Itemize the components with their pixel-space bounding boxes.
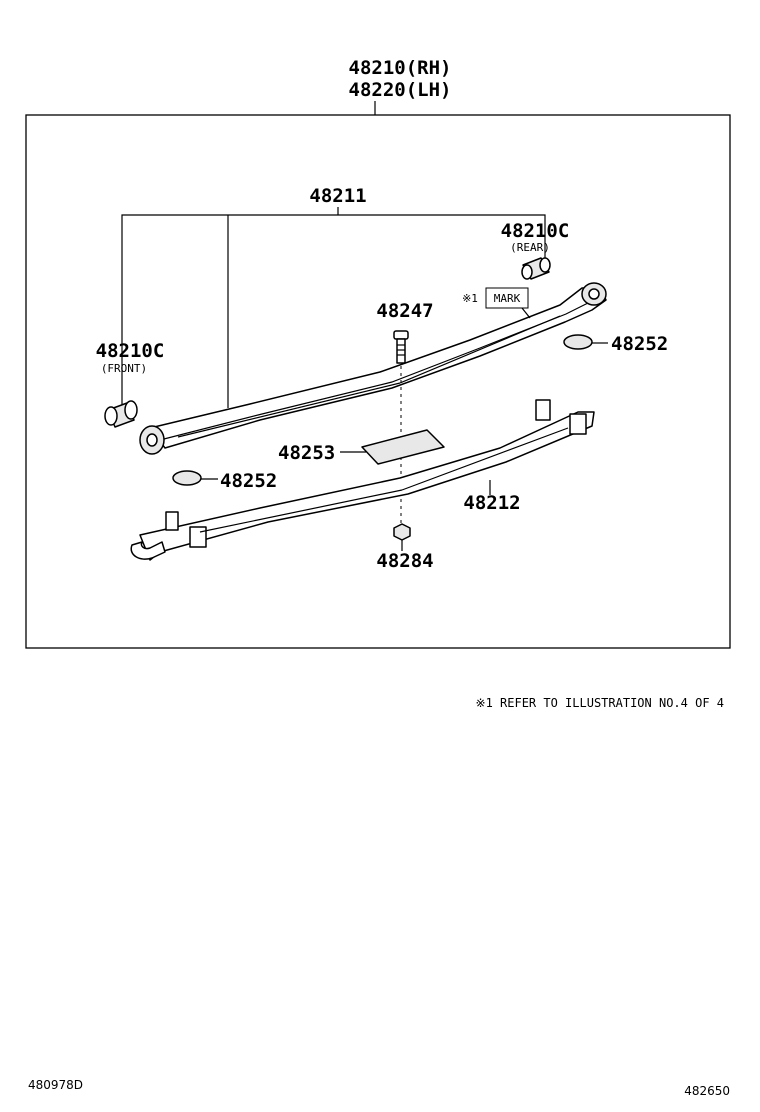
part-number-rh: 48210(RH) [349,57,452,79]
leaf-spring-no1 [139,282,607,455]
callout-48252-lower: 48252 [220,470,277,492]
mark-label: MARK [494,292,521,305]
callout-48284: 48284 [376,550,433,572]
front-bushing [104,400,138,428]
leaf-spring-no2 [130,399,595,561]
center-bolt [393,330,409,364]
insert-lower [172,470,202,486]
mark-ref-symbol: ※1 [462,292,478,305]
reference-note: ※1 REFER TO ILLUSTRATION NO.4 OF 4 [476,696,724,710]
callout-48211: 48211 [309,185,366,207]
callout-48252-upper: 48252 [611,333,668,355]
footer-right-code: 482650 [684,1084,730,1098]
insert-upper [563,334,593,350]
rear-note: (REAR) [510,241,550,254]
callout-48253: 48253 [278,442,335,464]
mark-leader [521,307,531,319]
part-number-lh: 48220(LH) [349,79,452,101]
front-note: (FRONT) [101,362,147,375]
callout-48247: 48247 [376,300,433,322]
diagram-frame [25,114,731,649]
nut [393,523,411,541]
callout-48212: 48212 [463,492,520,514]
spacer-plate [361,429,445,465]
rear-bushing [521,257,551,280]
leader-48211-bracket [121,214,546,408]
mark-box [485,287,529,309]
footer-left-code: 480978D [28,1078,83,1092]
callout-48210c-rear: 48210C [501,220,570,242]
callout-48210c-front: 48210C [96,340,165,362]
